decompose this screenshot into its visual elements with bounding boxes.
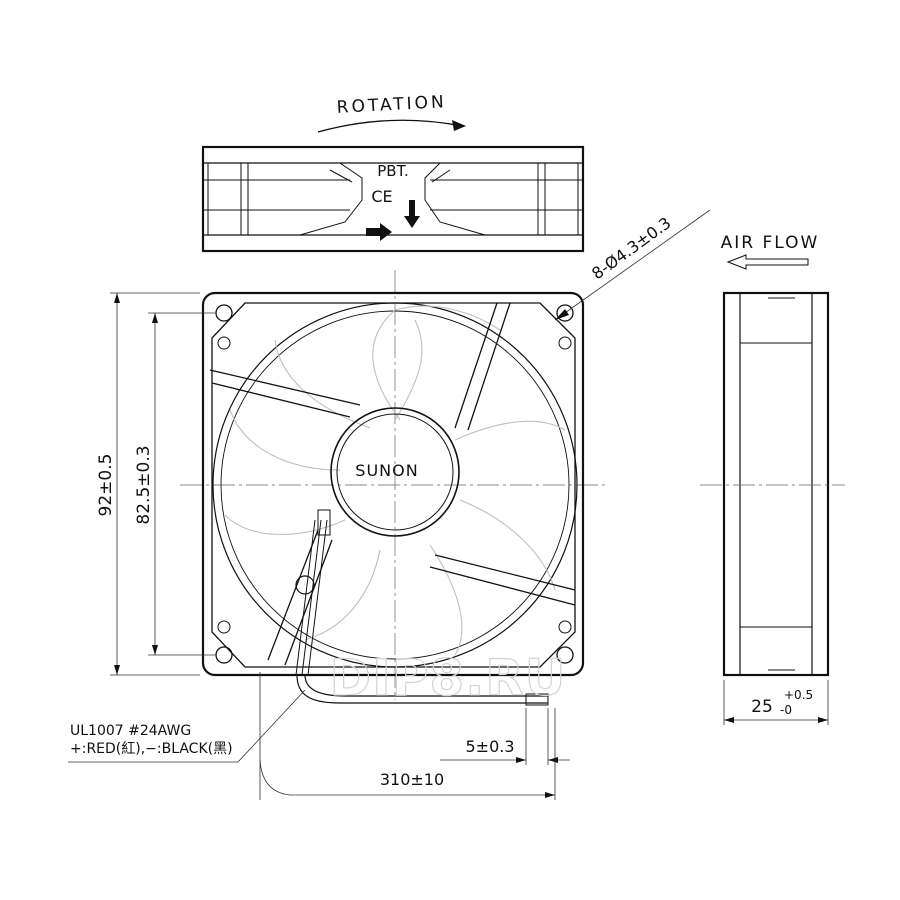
- brand-label: SUNON: [355, 461, 418, 480]
- air-flow-label: AIR FLOW: [721, 233, 820, 253]
- rotation-arrow-icon: [317, 119, 463, 133]
- lead-length-label: 310±10: [380, 770, 444, 789]
- depth-lower-tol-label: -0: [780, 703, 792, 717]
- air-flow-arrow-icon: [726, 254, 809, 270]
- depth-upper-tol-label: +0.5: [784, 688, 813, 702]
- mounting-hole: [215, 304, 233, 322]
- lead-wires: [296, 674, 549, 706]
- right-arrow-icon: [366, 223, 392, 241]
- material-label: PBT.: [377, 162, 409, 180]
- wire-dimensions: UL1007 #24AWG +:RED(紅),−:BLACK(黑) 5±0.3 …: [68, 672, 570, 800]
- down-arrow-icon: [404, 200, 420, 228]
- watermark-text: DIP8.RU: [330, 649, 567, 707]
- mounting-hole: [556, 646, 574, 664]
- height-overall-label: 92±0.5: [96, 454, 116, 517]
- ce-mark-icon: CE: [371, 187, 392, 206]
- mounting-hole: [215, 646, 233, 664]
- wire-type-label: UL1007 #24AWG: [70, 723, 191, 739]
- mounting-holes: [215, 304, 574, 664]
- struts: [209, 302, 576, 666]
- top-view: ROTATION PBT. CE: [201, 92, 585, 253]
- wire-channel: [295, 509, 331, 676]
- wire-colors-label: +:RED(紅),−:BLACK(黑): [70, 741, 233, 757]
- hole-spec-label: 8-Ø4.3±0.3: [588, 213, 674, 283]
- height-dimensions: 92±0.5 82.5±0.3: [96, 292, 215, 676]
- mounting-hole: [556, 304, 574, 322]
- hub: [330, 407, 460, 537]
- side-view: AIR FLOW 25 +0.5 -0: [700, 233, 845, 725]
- front-view: SUNON: [180, 270, 608, 706]
- rotation-arrow-head: [452, 120, 466, 131]
- depth-main-label: 25: [751, 697, 773, 717]
- hole-spacing-label: 82.5±0.3: [134, 445, 154, 524]
- strip-length-label: 5±0.3: [465, 737, 514, 756]
- rotation-label: ROTATION: [336, 92, 447, 118]
